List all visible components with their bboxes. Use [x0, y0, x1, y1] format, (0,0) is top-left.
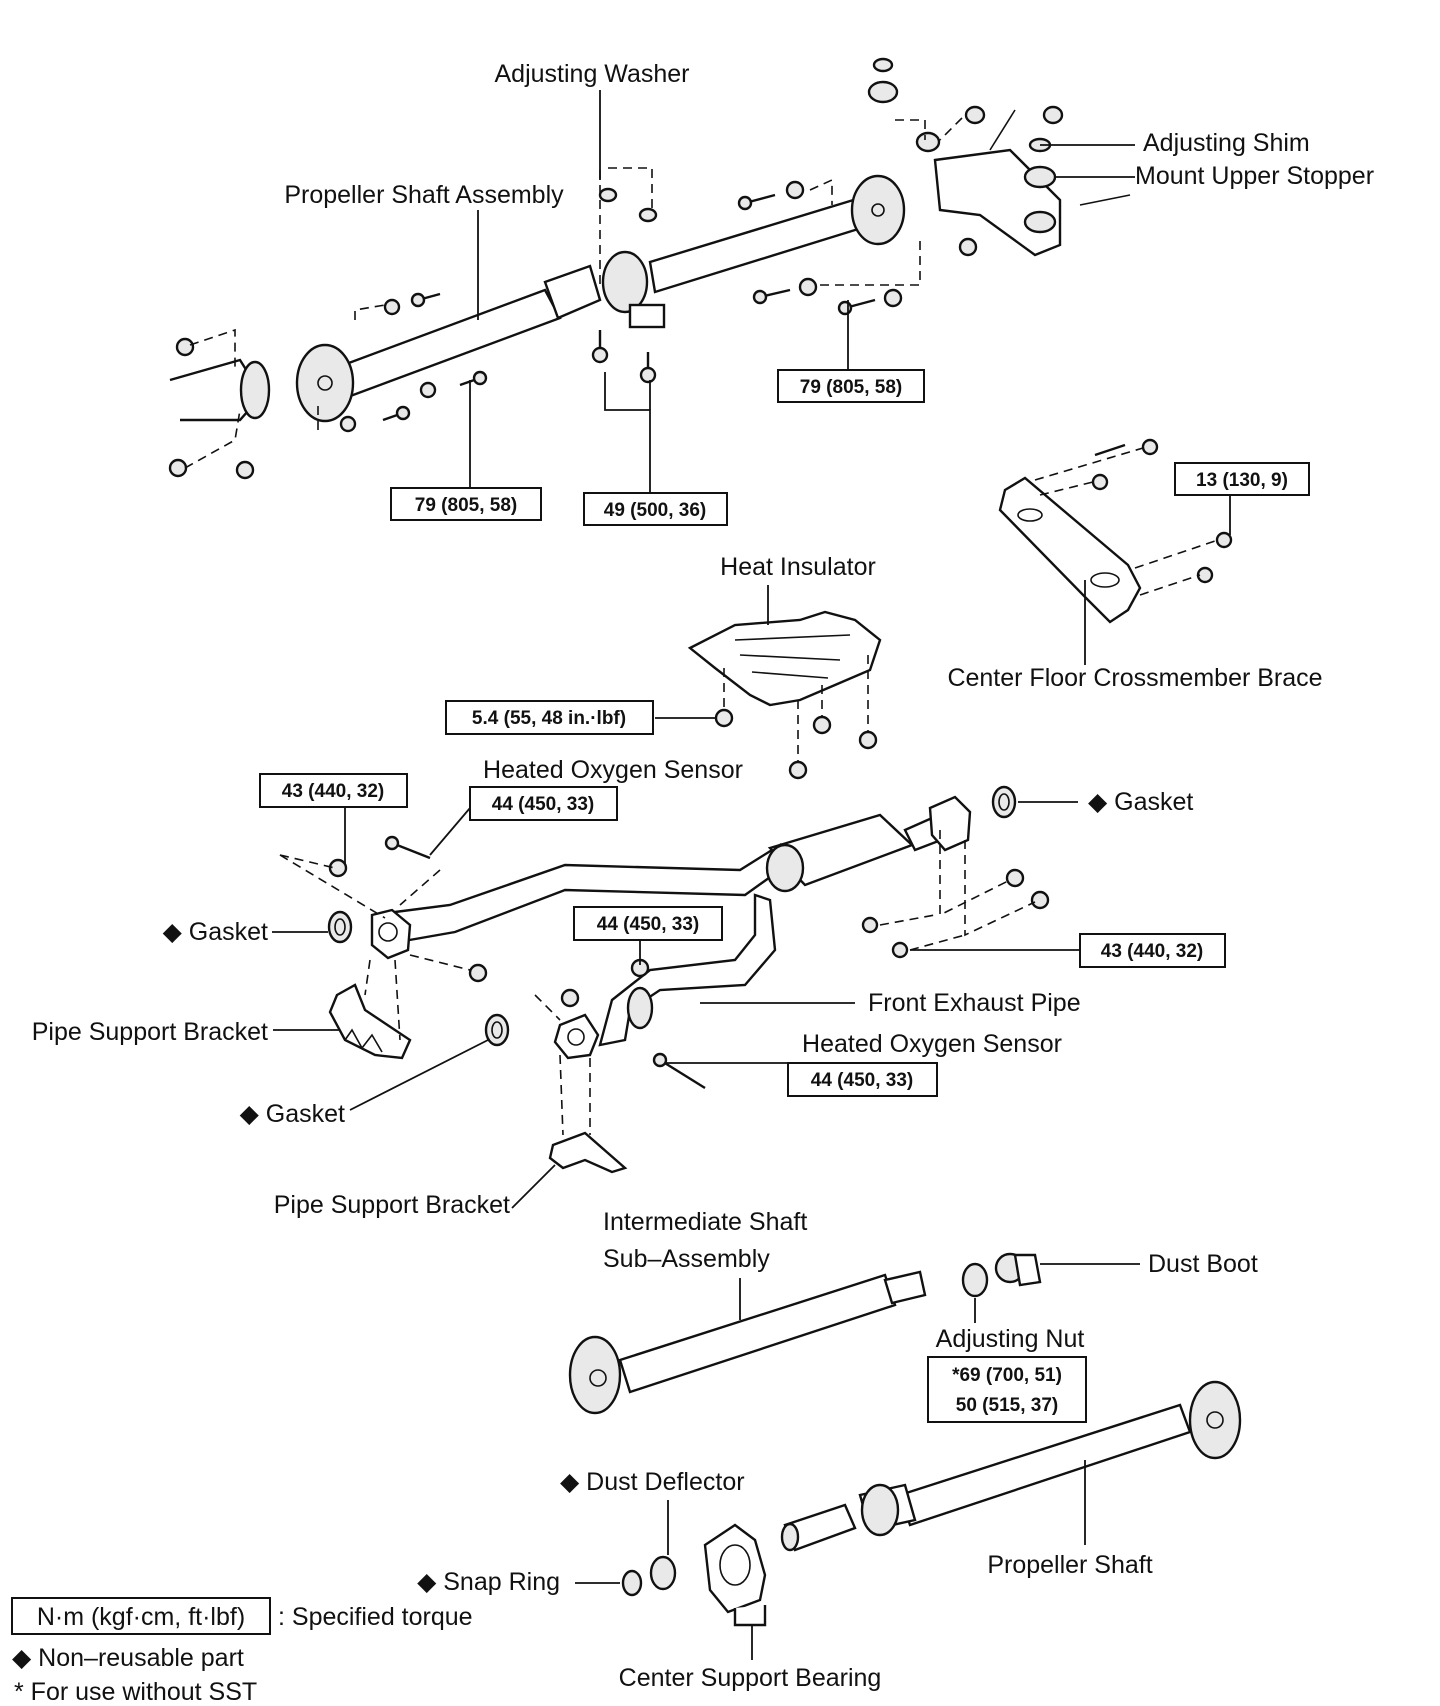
- label-mount-upper-stopper: Mount Upper Stopper: [1135, 162, 1374, 190]
- torque-box-adjusting-nut: [927, 1356, 1087, 1423]
- legend-sst-note: * For use without SST: [14, 1678, 257, 1706]
- torque-13: 13 (130, 9): [1196, 470, 1288, 491]
- torque-43-right: 43 (440, 32): [1101, 941, 1203, 962]
- torque-box-13: [1174, 462, 1310, 496]
- torque-79-right: 79 (805, 58): [800, 377, 902, 398]
- label-front-exhaust-pipe: Front Exhaust Pipe: [868, 989, 1081, 1017]
- label-intermediate-shaft-line2: Sub–Assembly: [603, 1245, 770, 1273]
- label-intermediate-shaft-line1: Intermediate Shaft: [603, 1208, 807, 1236]
- label-pipe-support-bracket-1: Pipe Support Bracket: [32, 1018, 268, 1046]
- legend-non-reusable: ◆ Non–reusable part: [12, 1644, 244, 1672]
- label-gasket-rear: ◆ Gasket: [1088, 788, 1193, 816]
- label-propeller-shaft-assembly: Propeller Shaft Assembly: [284, 181, 564, 209]
- intermediate-shaft-drawing: [568, 1252, 1042, 1415]
- torque-50: 50 (515, 37): [956, 1395, 1058, 1416]
- torque-box-43-right: [1079, 933, 1226, 968]
- label-adjusting-shim: Adjusting Shim: [1143, 129, 1310, 157]
- label-snap-ring: ◆ Snap Ring: [417, 1568, 560, 1596]
- heat-insulator-drawing: [687, 610, 882, 780]
- label-heat-insulator: Heat Insulator: [720, 553, 876, 581]
- label-dust-deflector: ◆ Dust Deflector: [560, 1468, 745, 1496]
- label-heated-oxygen-sensor-2: Heated Oxygen Sensor: [802, 1030, 1062, 1058]
- label-propeller-shaft: Propeller Shaft: [987, 1551, 1152, 1579]
- torque-box-43-left: [259, 773, 408, 808]
- torque-79-left: 79 (805, 58): [415, 495, 517, 516]
- torque-box-44-mid: [573, 906, 723, 941]
- label-heated-oxygen-sensor-1: Heated Oxygen Sensor: [483, 756, 743, 784]
- torque-box-5-4: [445, 700, 654, 735]
- legend-torque-desc: : Specified torque: [278, 1603, 473, 1631]
- label-pipe-support-bracket-2: Pipe Support Bracket: [274, 1191, 510, 1219]
- legend: N·m (kgf·cm, ft·lbf) : Specified torque …: [11, 1597, 473, 1706]
- center-support-bearing-drawing: [621, 1523, 767, 1627]
- label-gasket-lower: ◆ Gasket: [240, 1100, 345, 1128]
- torque-43-left: 43 (440, 32): [282, 781, 384, 802]
- torque-44-mid: 44 (450, 33): [597, 914, 699, 935]
- center-floor-crossmember-brace-drawing: [998, 438, 1233, 624]
- torque-49: 49 (500, 36): [604, 500, 706, 521]
- propeller-shaft-drawing: [780, 1380, 1242, 1552]
- front-exhaust-pipe-drawing: [279, 785, 1050, 1174]
- legend-torque-unit: N·m (kgf·cm, ft·lbf): [37, 1603, 245, 1631]
- label-center-support-bearing: Center Support Bearing: [619, 1664, 882, 1692]
- label-adjusting-washer: Adjusting Washer: [495, 60, 690, 88]
- label-gasket-front-left: ◆ Gasket: [163, 918, 268, 946]
- label-center-floor-crossmember-brace: Center Floor Crossmember Brace: [947, 664, 1322, 692]
- torque-44-sensor-upper: 44 (450, 33): [492, 794, 594, 815]
- torque-box-79-right: [777, 369, 925, 403]
- label-dust-boot: Dust Boot: [1148, 1250, 1258, 1278]
- propeller-shaft-assembly-drawing: [168, 57, 1131, 480]
- label-adjusting-nut: Adjusting Nut: [936, 1325, 1085, 1353]
- torque-box-44-sensor-upper: [469, 786, 618, 821]
- legend-torque-box: [11, 1597, 271, 1635]
- torque-5-4: 5.4 (55, 48 in.·lbf): [472, 708, 626, 729]
- torque-box-49: [583, 492, 728, 526]
- torque-69: *69 (700, 51): [952, 1365, 1062, 1386]
- torque-box-79-left: [390, 487, 542, 521]
- torque-44-sensor-lower: 44 (450, 33): [811, 1070, 913, 1091]
- torque-box-44-sensor-lower: [787, 1062, 938, 1097]
